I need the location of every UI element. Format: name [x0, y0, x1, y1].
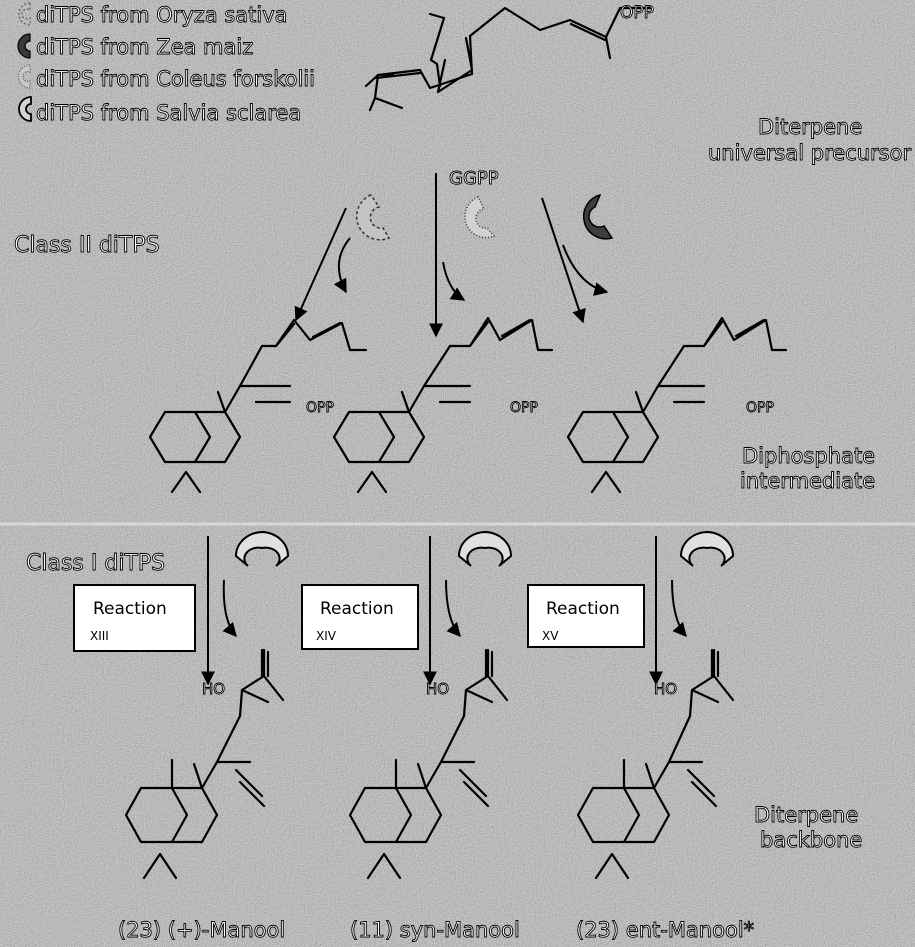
product-2-name: (11) syn-Manool: [350, 918, 520, 942]
product-3-name: (23) ent-Manool*: [576, 918, 754, 942]
legend: diTPS from Oryza sativa diTPS from Zea m…: [17, 2, 315, 125]
coleus-class-ii-enzyme-icon: [464, 196, 496, 239]
intermediate-label-line1: Diphosphate: [742, 444, 875, 468]
ggpp-label: GGPP: [449, 168, 499, 189]
product-structure-1: HO: [124, 648, 285, 880]
intermediate-structure-1: OPP: [148, 318, 368, 494]
intermediate-label-line2: intermediate: [740, 469, 875, 493]
legend-label-coleus: diTPS from Coleus forskolii: [36, 67, 315, 91]
salvia-enzyme-2-icon: [457, 530, 513, 567]
precursor-label-line2: universal precursor: [708, 141, 911, 165]
oryza-class-ii-enzyme-icon: [355, 194, 391, 241]
product-structure-2: HO: [348, 648, 509, 880]
product-3-ho-label: HO: [654, 680, 677, 698]
intermediate-structure-3: OPP Diphosphate intermediate: [566, 316, 876, 493]
reaction-xiii-title: Reaction: [93, 599, 167, 619]
salvia-enzyme-3-icon: [679, 530, 735, 567]
ggpp-structure: OPP GGPP Diterpene universal precursor: [364, 3, 912, 189]
legend-label-oryza: diTPS from Oryza sativa: [36, 3, 288, 27]
legend-label-salvia: diTPS from Salvia sclarea: [36, 101, 301, 125]
reaction-box-xiv: Reaction XIV: [301, 584, 419, 650]
precursor-label-line1: Diterpene: [758, 115, 862, 139]
product-structure-3: HO: [576, 648, 735, 880]
class-i-label: Class I diTPS: [26, 551, 165, 576]
intermediate-2-opp-label: OPP: [510, 400, 538, 416]
ggpp-opp-label: OPP: [620, 3, 654, 23]
product-1-ho-label: HO: [202, 680, 225, 698]
reaction-xv-number: XV: [542, 629, 559, 643]
reaction-xiii-number: XIII: [90, 629, 109, 643]
salvia-enzyme-1-icon: [234, 530, 290, 567]
class-ii-enzymes: [355, 193, 614, 241]
coleus-enzyme-icon: [17, 64, 31, 89]
backbone-label-line1: Diterpene: [754, 803, 858, 827]
reaction-box-xv: Reaction XV: [527, 584, 645, 648]
intermediate-structure-2: OPP: [332, 316, 554, 494]
intermediate-3-opp-label: OPP: [746, 400, 774, 416]
product-1-name: (23) (+)-Manool: [118, 918, 285, 942]
zea-class-ii-enzyme-icon: [582, 193, 614, 240]
oryza-enzyme-icon: [18, 2, 31, 26]
class-i-arrows: [201, 536, 687, 686]
class-i-enzymes: [234, 530, 735, 567]
class-ii-label: Class II diTPS: [14, 233, 160, 258]
legend-label-zea: diTPS from Zea maiz: [36, 35, 253, 59]
reaction-xiv-title: Reaction: [320, 599, 394, 619]
intermediate-1-opp-label: OPP: [306, 400, 334, 416]
reaction-xv-title: Reaction: [546, 599, 620, 619]
reaction-box-xiii: Reaction XIII: [73, 584, 196, 652]
salvia-enzyme-icon: [18, 96, 32, 122]
reaction-xiv-number: XIV: [316, 629, 337, 643]
product-2-ho-label: HO: [426, 680, 449, 698]
backbone-label-line2: backbone: [760, 828, 862, 852]
class-ii-arrows: [294, 173, 609, 338]
zea-enzyme-icon: [17, 33, 31, 59]
